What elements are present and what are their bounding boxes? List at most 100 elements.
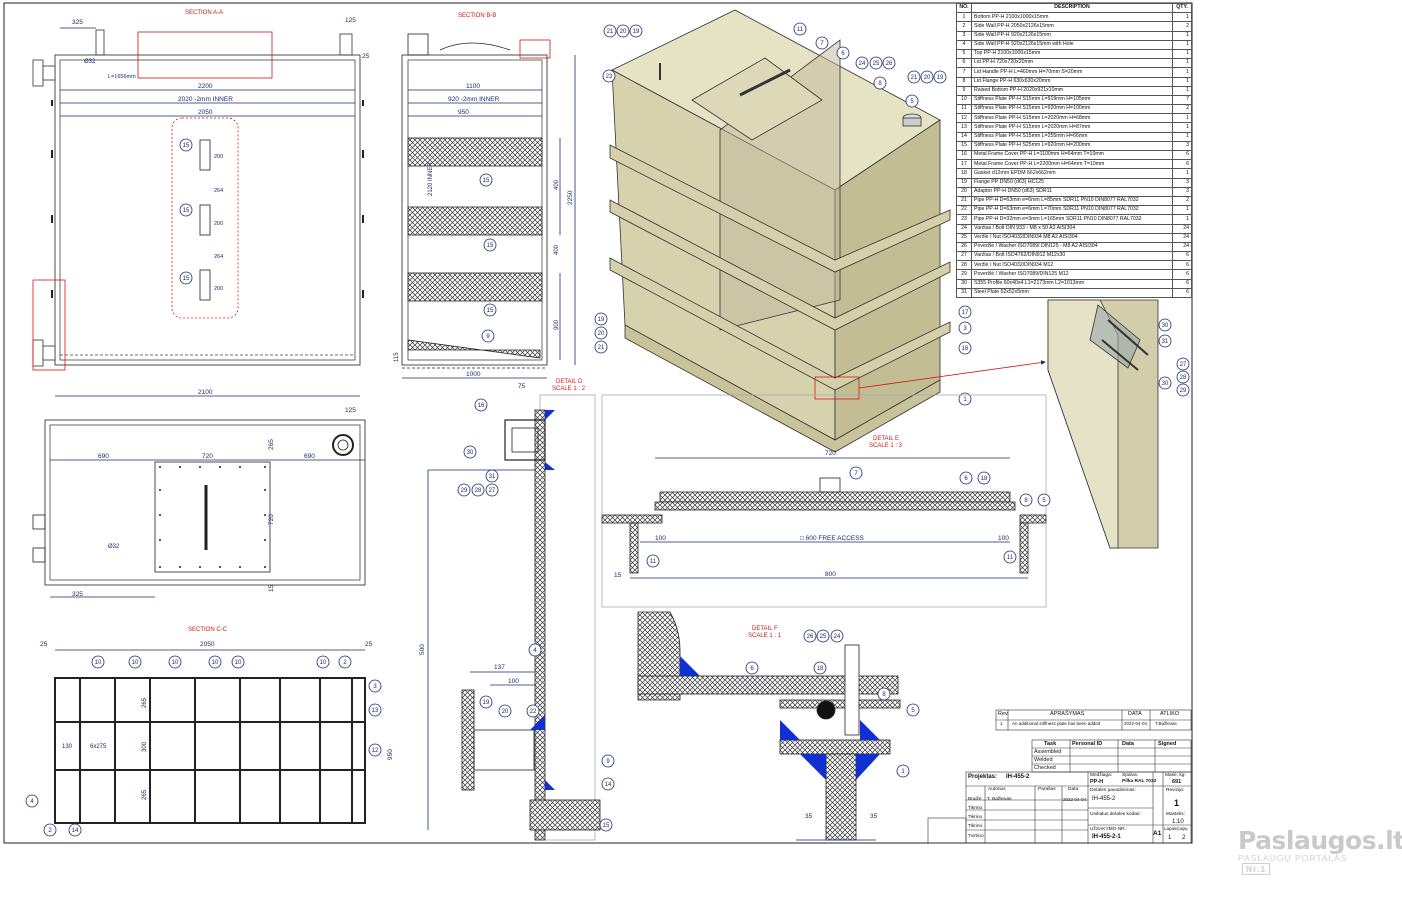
status-welded: Welded xyxy=(1034,757,1053,763)
tb-part-name: IH-455-2 xyxy=(1092,796,1116,802)
dim-920: 920 -2mm INNER xyxy=(448,96,500,103)
tb-author-header: Autorius xyxy=(988,787,1006,792)
bom-cell-description: Stiffness Plate PP-H S15mm L=919mm H=105… xyxy=(971,94,1173,106)
bom-cell-qty: 1 xyxy=(1172,48,1192,60)
svg-text:28: 28 xyxy=(475,488,482,494)
status-header-id: Personal ID xyxy=(1072,741,1103,747)
dim-2250: 2250 xyxy=(567,190,574,205)
bom-cell-description: Stiffness Plate PP-H S15mm L=2020mm H=68… xyxy=(971,113,1173,124)
bom-cell-qty: 6 xyxy=(1172,149,1192,161)
tb-drew-label: Braižė xyxy=(968,797,982,802)
dim-100-lid-right: 100 xyxy=(998,535,1009,542)
bom-cell-qty: 6 xyxy=(1172,278,1192,289)
bom-cell-no: 27 xyxy=(956,251,972,262)
svg-text:23: 23 xyxy=(606,74,613,80)
bom-cell-description: Stiffness Plate PP-H S15mm L=920mm H=100… xyxy=(971,104,1173,115)
dim-25-cc-right: 25 xyxy=(365,641,373,648)
bom-cell-qty: 2 xyxy=(1172,21,1192,32)
bom-cell-no: 11 xyxy=(956,104,972,115)
bom-cell-no: 19 xyxy=(956,177,972,188)
bom-cell-description: Lid PP-H 720x720x20mm xyxy=(971,58,1173,69)
tb-part-name-label: Detalės pavadinimas: xyxy=(1090,788,1136,793)
bom-cell-qty: 1 xyxy=(1172,113,1192,124)
svg-text:17: 17 xyxy=(962,310,969,316)
tb-revision: 1 xyxy=(1174,798,1180,808)
bom-cell-qty: 6 xyxy=(1172,251,1192,262)
detail-f-scale: SCALE 1 : 1 xyxy=(748,633,782,639)
svg-text:6: 6 xyxy=(841,51,845,57)
tb-sheet-no: 1 xyxy=(1168,835,1172,841)
dim-720-v: 720 xyxy=(268,514,275,525)
bom-cell-description: Veržlė / Nut ISO4032/DIN934 M12 xyxy=(971,260,1173,271)
dim-200-b: 200 xyxy=(214,221,223,227)
svg-text:19: 19 xyxy=(937,75,944,81)
status-header-signed: Signed xyxy=(1158,741,1177,747)
dim-2120: 2120 INNER xyxy=(428,162,434,196)
tb-date-header: Data xyxy=(1068,787,1079,792)
svg-text:26: 26 xyxy=(807,634,814,640)
dim-25-cc-left: 25 xyxy=(40,641,48,648)
svg-text:16: 16 xyxy=(478,403,485,409)
bom-cell-qty: 3 xyxy=(1172,140,1192,152)
bom-cell-qty: 1 xyxy=(1172,58,1192,69)
bom-cell-description: Metal Frame Cover PP-H L=2200mm H=64mm T… xyxy=(971,159,1173,170)
bom-cell-description: Gasket d12mm EPDM 662x662mm xyxy=(971,168,1173,179)
dim-l1656: L=1656mm xyxy=(108,74,136,80)
rev-no: 1 xyxy=(1000,721,1003,726)
status-checked: Checked xyxy=(1034,765,1056,771)
svg-text:3: 3 xyxy=(963,326,967,332)
dim-950-cc: 950 xyxy=(387,749,394,760)
bom-cell-description: Veržlė / Nut ISO4032/DIN934 M8 A2 AISI30… xyxy=(971,232,1173,243)
dim-35: 35 xyxy=(805,813,813,820)
tb-order-label: UžSAKYMO NR.: xyxy=(1090,827,1128,832)
bom-cell-no: 31 xyxy=(956,287,972,299)
tb-check-1: Tikrino xyxy=(968,806,983,811)
bom-cell-no: 4 xyxy=(956,39,972,50)
watermark-tagline: PASLAUGŲ PORTALAS xyxy=(1238,853,1348,863)
dim-720-lid: 720 xyxy=(825,450,836,457)
dim-2020: 2020 -2mm INNER xyxy=(178,96,233,103)
svg-text:19: 19 xyxy=(483,700,490,706)
svg-text:20: 20 xyxy=(620,29,627,35)
watermark-badge: Nr.1 xyxy=(1242,863,1271,875)
svg-text:8: 8 xyxy=(878,81,882,87)
status-header-data: Data xyxy=(1122,741,1134,747)
svg-text:15: 15 xyxy=(483,178,490,184)
svg-text:29: 29 xyxy=(1180,388,1187,394)
bom-header-qty: QTY. xyxy=(1172,2,1192,14)
bom-cell-no: 21 xyxy=(956,195,972,207)
svg-text:11: 11 xyxy=(797,27,804,33)
bom-cell-no: 26 xyxy=(956,241,972,253)
dim-265: 265 xyxy=(268,439,275,450)
bom-header-description: DESCRIPTION xyxy=(971,2,1173,14)
svg-text:31: 31 xyxy=(489,474,496,480)
svg-text:13: 13 xyxy=(372,708,379,714)
detail-e-title: DETAIL E xyxy=(873,436,899,442)
svg-text:19: 19 xyxy=(598,317,605,323)
bom-cell-description: Poveržlė / Washer ISO7089/DIN125 M12 xyxy=(971,269,1173,280)
dim-800: 800 xyxy=(825,571,836,578)
dim-6x275: 6x275 xyxy=(90,744,107,750)
bom-cell-no: 13 xyxy=(956,122,972,133)
dim-200-a: 200 xyxy=(214,154,223,160)
bom-cell-qty: 3 xyxy=(1172,177,1192,188)
section-bb-view xyxy=(401,33,576,379)
tb-mass: 691 xyxy=(1172,779,1182,785)
tb-drew-date: 2022-04-04 xyxy=(1063,797,1087,802)
bom-cell-description: Flange PP DN50 (d63) HC125 xyxy=(971,177,1173,188)
tb-material-label: Medžiaga: xyxy=(1090,773,1113,778)
svg-text:31: 31 xyxy=(1162,339,1169,345)
bom-cell-qty: 1 xyxy=(1172,205,1192,216)
detail-d-view xyxy=(427,394,601,841)
svg-text:5: 5 xyxy=(1042,498,1046,504)
detail-e-scale: SCALE 1 : 3 xyxy=(869,443,903,449)
svg-text:25: 25 xyxy=(820,634,827,640)
balloons-iso xyxy=(594,22,972,406)
